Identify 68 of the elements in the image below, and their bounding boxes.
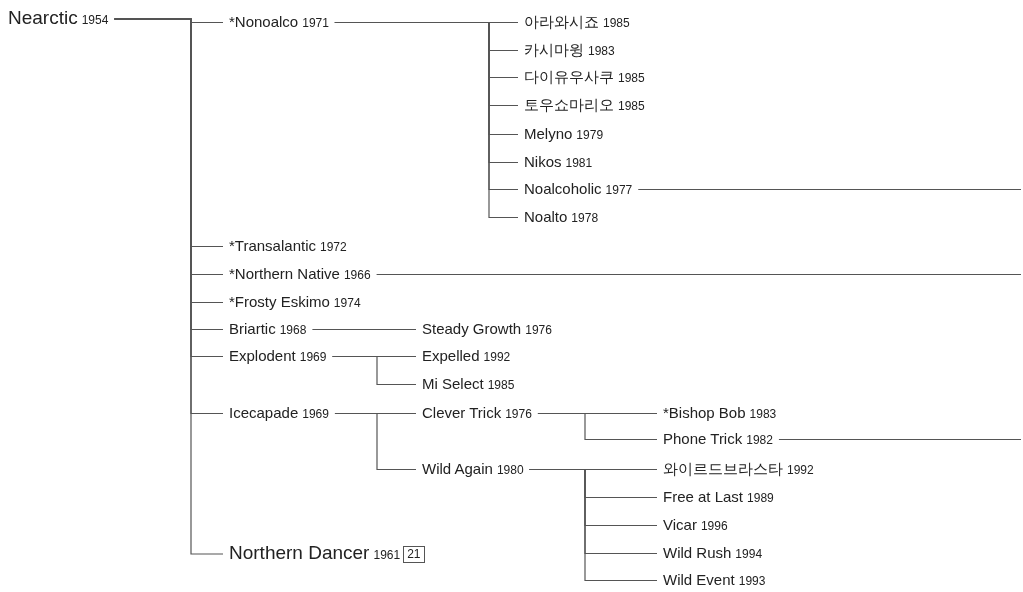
birth-year: 1982 xyxy=(746,433,773,447)
number-tag: 21 xyxy=(403,546,425,564)
horse-name: Wild Rush xyxy=(663,544,732,561)
horse-name: *Transalantic xyxy=(229,237,316,254)
horse-name: 카시마윙 xyxy=(524,41,584,58)
horse-name: *Frosty Eskimo xyxy=(229,293,330,310)
birth-year: 1985 xyxy=(487,378,515,392)
birth-year: 1971 xyxy=(302,16,329,30)
connector-line xyxy=(113,18,224,555)
birth-year: 1979 xyxy=(576,128,604,142)
birth-year: 1977 xyxy=(605,183,633,197)
connector-line xyxy=(537,412,658,441)
birth-year: 1985 xyxy=(618,99,645,113)
horse-name: Vicar xyxy=(663,516,697,533)
connector-line xyxy=(331,355,417,386)
birth-year: 1989 xyxy=(747,491,774,505)
horse-name: 아라와시죠 xyxy=(524,13,599,30)
birth-year: 1966 xyxy=(343,268,371,282)
birth-year: 1981 xyxy=(565,156,593,170)
birth-year: 1968 xyxy=(279,323,307,337)
horse-name: Explodent xyxy=(229,347,296,364)
birth-year: 1992 xyxy=(787,463,814,477)
horse-name: *Bishop Bob xyxy=(663,404,746,421)
birth-year: 1954 xyxy=(81,13,109,27)
horse-name: *Nonoalco xyxy=(229,13,299,30)
connector-line xyxy=(778,438,1022,441)
birth-year: 1985 xyxy=(618,71,645,85)
horse-name: Phone Trick xyxy=(663,430,743,447)
birth-year: 1994 xyxy=(735,547,763,561)
horse-name: Free at Last xyxy=(663,488,744,505)
connector-line xyxy=(376,273,1022,276)
horse-name: Steady Growth xyxy=(422,320,522,337)
birth-year: 1961 xyxy=(373,548,401,562)
horse-name: Expelled xyxy=(422,347,480,364)
birth-year: 1969 xyxy=(299,350,327,364)
birth-year: 1983 xyxy=(588,44,615,58)
horse-name: Mi Select xyxy=(422,375,484,392)
horse-name: Noalcoholic xyxy=(524,180,602,197)
horse-name: Nearctic xyxy=(8,7,78,28)
horse-name: Briartic xyxy=(229,320,276,337)
horse-name: Melyno xyxy=(524,125,573,142)
horse-name: 와이르드브라스타 xyxy=(663,460,783,477)
birth-year: 1969 xyxy=(302,407,329,421)
birth-year: 1985 xyxy=(603,16,630,30)
birth-year: 1976 xyxy=(525,323,552,337)
horse-name: Icecapade xyxy=(229,404,299,421)
horse-name: *Northern Native xyxy=(229,265,340,282)
horse-name: Wild Again xyxy=(422,460,493,477)
horse-name: Wild Event xyxy=(663,571,735,588)
birth-year: 1978 xyxy=(571,211,599,225)
connector-line xyxy=(637,188,1022,191)
horse-name: 다이유우사쿠 xyxy=(524,68,614,85)
horse-name: Noalto xyxy=(524,208,568,225)
connector-line xyxy=(529,468,658,582)
birth-year: 1974 xyxy=(333,296,361,310)
birth-year: 1980 xyxy=(496,463,524,477)
birth-year: 1983 xyxy=(749,407,777,421)
birth-year: 1996 xyxy=(700,519,728,533)
connector-line xyxy=(334,412,417,471)
connector-line xyxy=(311,328,417,331)
birth-year: 1972 xyxy=(320,240,347,254)
horse-name: Clever Trick xyxy=(422,404,502,421)
horse-name: Nikos xyxy=(524,153,562,170)
horse-name: Northern Dancer xyxy=(229,542,370,563)
horse-name: 토우쇼마리오 xyxy=(524,96,614,113)
birth-year: 1976 xyxy=(505,407,532,421)
birth-year: 1993 xyxy=(738,574,766,588)
birth-year: 1992 xyxy=(483,350,511,364)
